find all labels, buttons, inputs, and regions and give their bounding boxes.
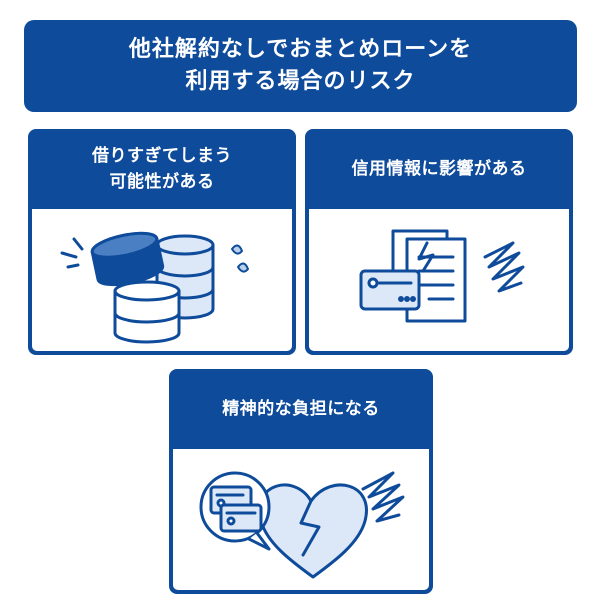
header-title-line1: 他社解約なしでおまとめローンを [128, 37, 473, 62]
credit-documents-icon [359, 229, 525, 323]
risk-card-illustration [32, 209, 292, 351]
money-barrels-icon [60, 231, 249, 344]
header-title-line2: 利用する場合のリスク [185, 69, 416, 94]
risk-card-title: 借りすぎてしまう 可能性がある [92, 146, 232, 192]
risk-card-illustration [309, 209, 569, 351]
broken-heart-icon [199, 471, 405, 579]
risk-card-title: 精神的な負担になる [222, 399, 380, 419]
risk-card-illustration [173, 449, 429, 590]
header-banner: 他社解約なしでおまとめローンを 利用する場合のリスク [24, 20, 577, 112]
risk-card-title: 信用情報に影響がある [351, 159, 527, 179]
risk-card-overborrowing: 借りすぎてしまう 可能性がある [28, 129, 296, 355]
risk-card-mental-burden: 精神的な負担になる [169, 369, 433, 594]
risk-card-credit-info: 信用情報に影響がある [305, 129, 573, 355]
